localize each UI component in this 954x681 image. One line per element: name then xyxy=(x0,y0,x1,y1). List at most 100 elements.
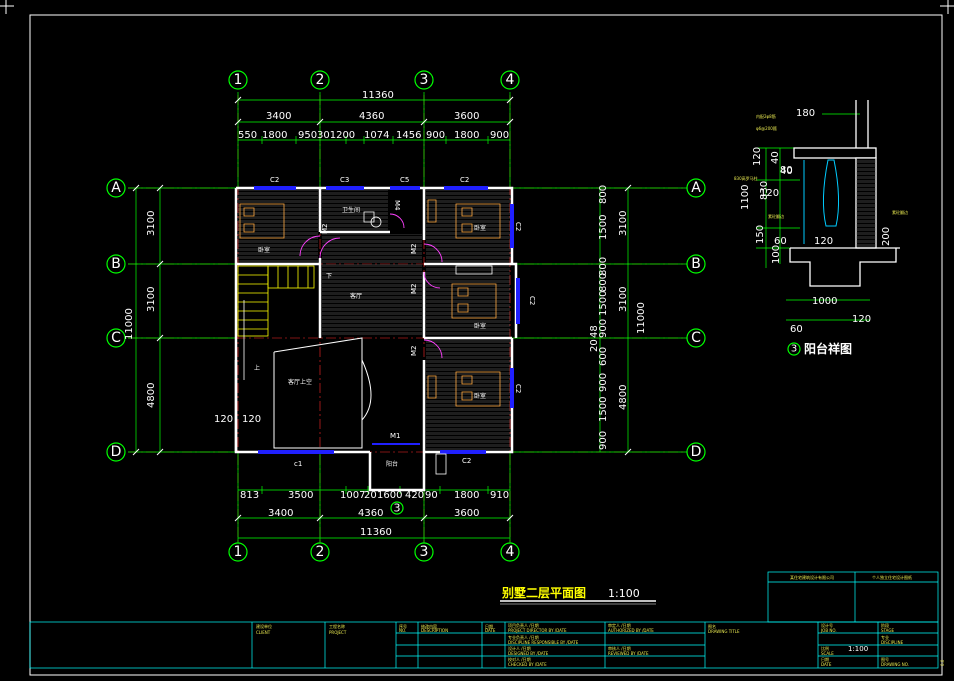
dim-bot-d5: 1600 xyxy=(377,490,402,501)
tb-c31: STAGE xyxy=(881,628,894,633)
window-label-c2-b: C2 xyxy=(460,176,469,184)
tb-c25: JOB NO. xyxy=(820,628,837,633)
detail-dim-120c: 120 xyxy=(814,236,833,247)
axis-right-a: A xyxy=(691,180,701,196)
dim-left-mid-2: 3100 xyxy=(146,287,157,312)
title-block-texts: 某住宅建筑设计有限公司 个人独立住宅设计图纸 建设单位 CLIENT 工程名称 … xyxy=(256,574,945,667)
tb-c34: 图号 xyxy=(881,656,889,662)
dim-right-d6: 900 xyxy=(598,319,609,338)
tb-c26: 比例 xyxy=(821,645,829,651)
tb-c6: 修改内容 xyxy=(421,623,437,629)
detail-dim-120: 120 xyxy=(752,147,763,166)
dim-right-mid-2: 3100 xyxy=(618,287,629,312)
room-bathroom: 卫生间 xyxy=(342,206,360,214)
dim-top-d3: 950 xyxy=(298,130,317,141)
axis-top-2: 2 xyxy=(316,72,325,88)
detail-number: 3 xyxy=(791,344,797,355)
dim-right-d11: 20 xyxy=(589,339,600,352)
tb-c21: CHECKED BY /DATE xyxy=(508,662,547,667)
axis-bottom-2: 2 xyxy=(316,544,325,560)
axis-top-1: 1 xyxy=(234,72,243,88)
door-label-m1: M1 xyxy=(390,432,401,440)
stair-down: 下 xyxy=(326,273,332,280)
dim-bot-d2: 3500 xyxy=(288,490,313,501)
tb-c8: 日期 xyxy=(485,623,493,629)
detail-dim-180: 180 xyxy=(796,108,815,119)
dim-right-d9: 900 xyxy=(598,431,609,450)
dim-bot-d8: 1800 xyxy=(454,490,479,501)
window-label-c5: C5 xyxy=(400,176,409,184)
dim-right-mid-3: 4800 xyxy=(618,385,629,410)
tb-c2: 工程名称 xyxy=(329,623,345,629)
dim-right-total: 11000 xyxy=(636,302,647,334)
dim-top-d9: 900 xyxy=(490,130,509,141)
axis-right-c: C xyxy=(691,330,701,346)
detail-dim-1000: 1000 xyxy=(812,296,837,307)
tb-c35: DRAWING NO. xyxy=(881,662,909,667)
window-label-c2-d: C2 xyxy=(528,296,536,305)
doors xyxy=(299,213,443,359)
tb-c17: AUTHORIZED BY /DATE xyxy=(608,628,654,633)
corner-marks xyxy=(0,0,954,14)
axis-bottom-1: 1 xyxy=(234,544,243,560)
axis-bottom-4: 4 xyxy=(506,544,515,560)
title-block xyxy=(29,571,939,669)
tb-c1: CLIENT xyxy=(256,630,271,635)
dim-top-d5: 1074 xyxy=(364,130,389,141)
tb-c18: 审核人 /日期 xyxy=(608,645,631,651)
room-bedroom-4: 卧室 xyxy=(474,392,486,400)
detail-dim-150: 150 xyxy=(755,225,766,244)
tb-c12: 专业负责人 /日期 xyxy=(508,634,539,640)
tb-c0: 建设单位 xyxy=(256,623,272,629)
room-balcony: 阳台 xyxy=(386,460,398,468)
dim-bot-mid-1: 3400 xyxy=(268,508,293,519)
dim-right-d5: 1500 xyxy=(598,291,609,316)
floor-hatching xyxy=(238,190,510,450)
window-label-c1: c1 xyxy=(294,460,302,468)
tb-company: 某住宅建筑设计有限公司 xyxy=(790,574,834,580)
axis-labels: 1 2 3 4 1 2 3 4 A B C D A B C D 3 xyxy=(111,72,702,560)
detail-dim-80: 80 xyxy=(780,165,793,176)
tb-c10: 项目负责人 /日期 xyxy=(508,622,539,628)
axis-left-a: A xyxy=(111,180,121,196)
axis-right-d: D xyxy=(691,444,702,460)
detail-dim-1100: 1100 xyxy=(740,185,751,210)
dim-right-d7: 900 xyxy=(598,373,609,392)
tb-c15: DESIGNED BY /DATE xyxy=(508,651,549,656)
tb-project-name: 个人独立住宅设计图纸 xyxy=(872,574,912,580)
dim-left-small-1: 120 xyxy=(214,414,233,425)
plan-title-text: 别墅二层平面图 xyxy=(501,586,586,600)
dimension-texts: 11360 3400 4360 3600 550 1800 950 301200… xyxy=(124,90,647,538)
living-void xyxy=(273,337,372,449)
detail-label-1: 内配2φ8筋 xyxy=(756,113,776,119)
dim-top-mid-2: 4360 xyxy=(359,111,384,122)
room-bedroom-2: 卧室 xyxy=(474,224,486,232)
plan-scale-text: 1:100 xyxy=(608,587,640,600)
detail-label-3: 830高罗马柱 xyxy=(734,175,758,181)
detail-dim-120d: 120 xyxy=(852,314,871,325)
dimension-lines xyxy=(128,92,688,545)
tb-c22: 图名 xyxy=(708,623,716,629)
dim-left-mid-3: 4800 xyxy=(146,383,157,408)
dim-top-d6: 1456 xyxy=(396,130,421,141)
tb-c20: 校对人 /日期 xyxy=(508,656,531,662)
dim-top-d8: 1800 xyxy=(454,130,479,141)
room-bedroom-1: 卧室 xyxy=(258,246,270,254)
room-void: 客厅上空 xyxy=(288,378,312,386)
axis-top-3: 3 xyxy=(420,72,429,88)
door-label-m2-b: M2 xyxy=(410,244,418,255)
detail-dim-60: 60 xyxy=(774,236,787,247)
tb-c19: REVIEWED BY /DATE xyxy=(608,651,649,656)
dim-bot-d7: 90 xyxy=(425,490,438,501)
detail-dim-40b: 40 xyxy=(780,166,793,177)
detail-dim-200: 200 xyxy=(881,227,892,246)
dim-right-d10: 600 xyxy=(598,347,609,366)
dim-top-mid-1: 3400 xyxy=(266,111,291,122)
axis-bubbles xyxy=(106,70,706,562)
dim-bot-mid-3: 3600 xyxy=(454,508,479,519)
tb-c9: DATE xyxy=(485,628,496,633)
window-label-c2-c: C2 xyxy=(514,222,522,231)
dim-top-d2: 1800 xyxy=(262,130,287,141)
dim-top-d4: 301200 xyxy=(317,130,355,141)
dim-left-total: 11000 xyxy=(124,308,135,340)
